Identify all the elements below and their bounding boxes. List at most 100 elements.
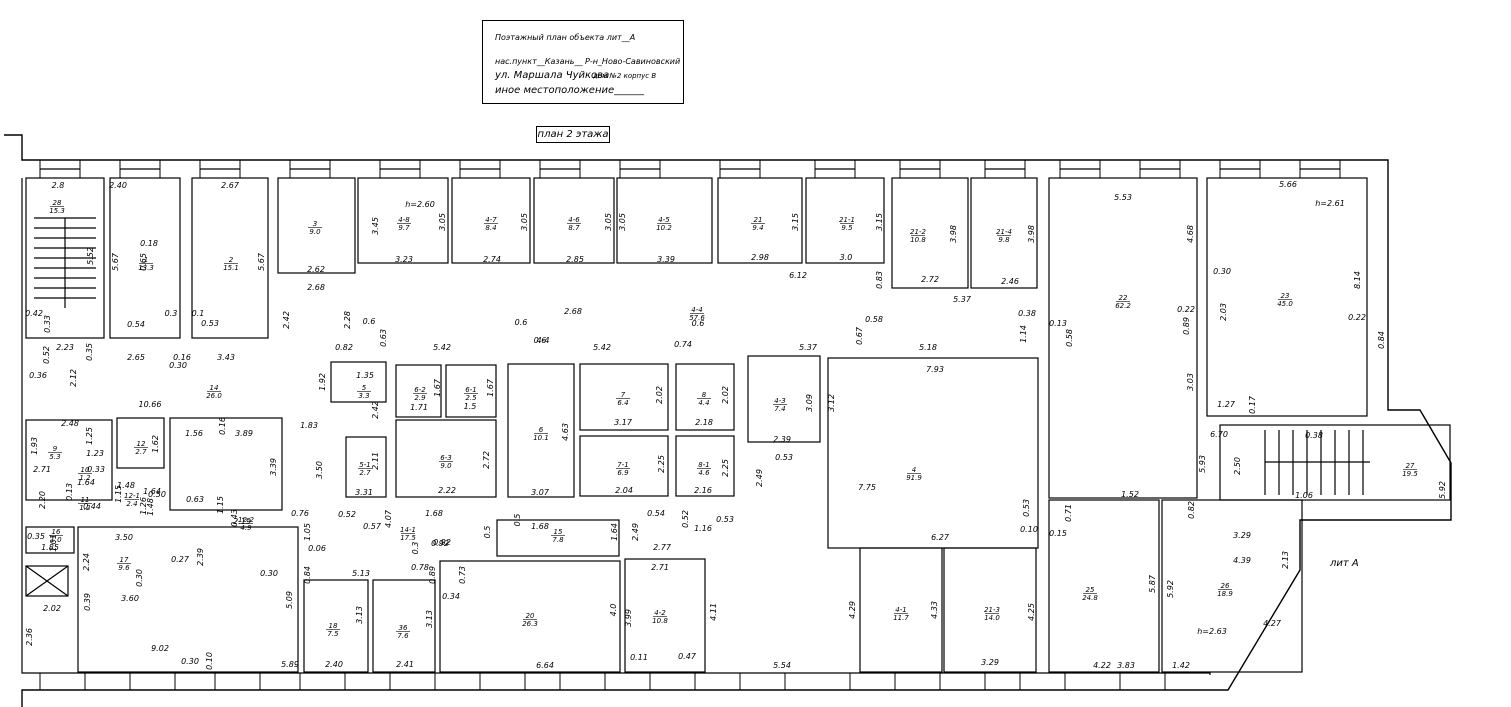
walls [4,134,1452,707]
room-outline-40 [496,519,620,557]
dimension-label: 4.39 [1233,556,1251,565]
room-number: 8 [702,391,707,399]
dimension-label: 3.50 [315,461,324,479]
room-outline-15 [395,364,442,418]
dimension-label: 0.58 [865,315,883,324]
room-labels: 2815.3113.3215.139.04-89.74-78.44-68.74-… [48,199,1418,640]
dimension-label: 1.67 [433,378,442,397]
title-line-street: ул. Маршала Чуйкова [495,70,610,81]
room-number: 4-2 [654,609,666,617]
dimension-label: 1.5 [464,402,477,411]
dimension-label: 1.27 [1217,400,1236,409]
dimension-label: 1.93 [30,437,39,455]
room-area: 2.7 [135,448,147,456]
dimension-label: 2.49 [631,523,640,541]
dimension-label: 0.50 [148,490,166,499]
dimension-label: 0.44 [83,502,101,511]
dimension-label: 3.15 [875,213,884,231]
room-outline-19 [675,363,735,431]
dimension-label: 1.15 [216,496,225,514]
room-area: 5.3 [49,453,60,461]
dimension-label: 0.3 [411,542,420,555]
room-number: 7-1 [617,461,628,469]
room-outline-27 [827,357,1039,549]
room-outline-37 [1048,499,1160,673]
room-number: 22 [1119,294,1128,302]
room-number: 2 [229,256,234,264]
dimension-label: 0.5 [513,514,522,527]
dimension-label: 1.35 [356,371,374,380]
dimension-label: 0.67 [855,326,864,345]
dimension-label: 7.75 [858,483,876,492]
room-number: 6 [539,426,544,434]
dimension-label: 0.54 [127,320,145,329]
dimension-label: h=2.63 [1197,627,1227,636]
room-area: 7.8 [552,536,564,544]
room-outline-14 [330,361,387,403]
room-area: 11.7 [893,614,909,622]
dimension-label: 3.09 [805,394,814,412]
dimension-label: 0.84 [303,566,312,584]
dimension-label: 9.02 [151,644,169,653]
dimension-label: 0.78 [411,563,429,572]
room-outline-21 [25,419,113,501]
dimension-label: 6.64 [536,661,554,670]
window-bottom-2 [214,672,261,691]
room-area: 15.3 [49,207,65,215]
room-number: 3 [313,220,317,228]
dimension-label: 2.8 [52,181,65,190]
dimension-label: 1.52 [1121,490,1139,499]
floor-label: план 2 этажа [536,126,610,143]
room-number: 14-1 [400,526,416,534]
room-number: 4-7 [485,216,497,224]
room-area: 2.7 [359,469,371,477]
dimension-label: 2.02 [43,604,61,613]
dimension-label: 0.6 [515,318,528,327]
room-number: 9 [53,445,58,453]
room-number: 11 [81,496,90,504]
dimension-label: 3.15 [791,213,800,231]
dimension-label: 6.70 [1210,430,1228,439]
room-number: 10 [81,466,90,474]
dimension-label: 0.22 [1348,313,1366,322]
room-area: 7.6 [397,632,409,640]
dimension-label: 2.72 [482,451,491,469]
dimension-label: 0.5 [483,526,492,539]
title-line-object: Поэтажный план объекта лит__А [495,33,636,42]
dimension-label: 5.66 [1279,180,1297,189]
dimension-label: 3.98 [1027,225,1036,243]
window-bottom-10 [939,672,986,691]
window-bottom-11 [1019,672,1066,691]
dimension-label: 1.42 [1172,661,1190,670]
dimension-label: 0.74 [674,340,692,349]
dimension-label: 2.49 [755,469,764,487]
room-number: 7 [621,391,626,399]
dimension-label: 5.93 [1198,455,1207,473]
dimension-label: 5.53 [1114,193,1132,202]
room-area: 45.0 [1277,300,1293,308]
dimension-label: 3.07 [531,488,550,497]
dimension-label: 1.92 [318,373,327,391]
room-area: 91.9 [906,474,922,482]
room-area: 1.2 [79,504,91,512]
room-outline-11 [970,177,1038,289]
room-number: 4-1 [895,606,906,614]
dimension-label: 3.05 [618,213,627,231]
dimension-label: 0.16 [173,353,191,362]
dimension-label: 0.58 [1065,329,1074,347]
dimension-label: 2.28 [343,311,352,329]
title-line-other-location: иное местоположение______ [495,85,645,96]
dimension-label: 2.39 [196,548,205,566]
dimension-label: 2.16 [694,486,712,495]
room-number: 4-6 [568,216,580,224]
dimension-label: 2.41 [396,660,414,669]
room-outline-8 [717,177,803,264]
dimension-label: 2.46 [1001,277,1019,286]
room-outline-36 [943,547,1037,673]
window-bottom-6 [559,672,606,691]
dimension-label: 4.25 [1027,603,1036,621]
dimension-label: 0.1 [192,309,205,318]
dimension-label: 0.54 [647,509,665,518]
dimension-label: 1.64 [143,487,161,496]
